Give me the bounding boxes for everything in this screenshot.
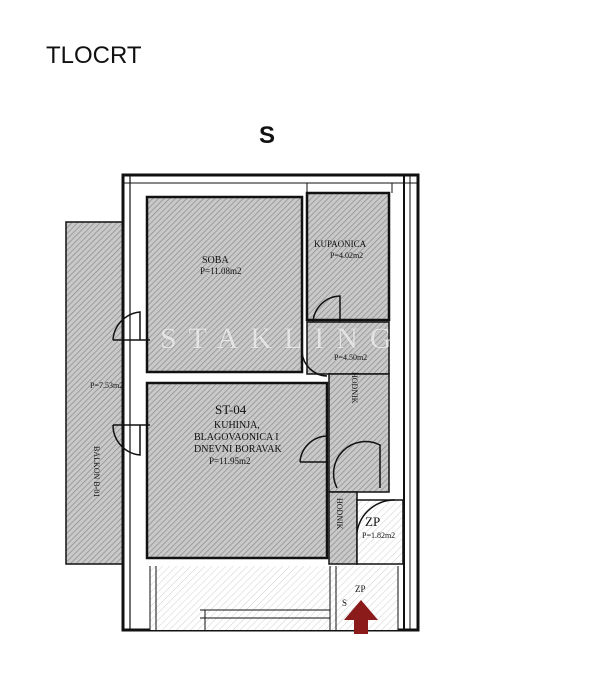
hodnik-upper-area-label: P=4.50m2 (334, 353, 367, 362)
hodnik-lower-area (328, 491, 358, 565)
kuhinja-name-line1: KUHINJA, (214, 420, 260, 431)
kuhinja-area (145, 381, 329, 560)
balkon-area (65, 221, 124, 565)
door-zp (356, 499, 396, 533)
zp-area-label: P=1.82m2 (362, 531, 395, 540)
door-kupaonica (312, 295, 341, 323)
stair-label-b: S (342, 598, 347, 608)
door-kuhinja (299, 435, 328, 463)
kupaonica-area (305, 191, 391, 322)
kuhinja-name-line2: BLAGOVAONICA I (194, 432, 279, 443)
soba-name: SOBA (202, 255, 229, 266)
hodnik-vertical-area (328, 373, 390, 493)
page-title: TLOCRT (46, 42, 142, 69)
stair-label-a: ZP (355, 584, 366, 594)
balkon-name: BALKON B-01 (92, 446, 101, 497)
door-hodnik (332, 440, 381, 489)
watermark: STAKLING (160, 322, 404, 355)
soba-area-label: P=11.08m2 (200, 266, 242, 276)
entrance-arrow-icon (344, 600, 378, 634)
zp-name: ZP (365, 514, 380, 529)
compass-label: S (259, 122, 276, 149)
kuhinja-area-label: P=11.95m2 (209, 456, 251, 466)
soba-area (145, 195, 304, 374)
door-balkon-soba (112, 311, 150, 341)
unit-id: ST-04 (215, 402, 247, 417)
kupaonica-area-label: P=4.02m2 (330, 251, 363, 260)
kupaonica-name: KUPAONICA (314, 239, 367, 249)
balkon-area-label: P=7.53m2 (90, 381, 123, 390)
kuhinja-name-line3: DNEVNI BORAVAK (194, 444, 282, 455)
hodnik-upper-name: HODNIK (350, 372, 359, 404)
door-balkon-kuhinja (112, 424, 150, 456)
zp-area (356, 499, 404, 565)
door-soba (301, 351, 328, 377)
hodnik-lower-name: HODNIK (335, 498, 344, 530)
stair-treads (149, 566, 399, 630)
hodnik-upper-area (306, 321, 390, 375)
